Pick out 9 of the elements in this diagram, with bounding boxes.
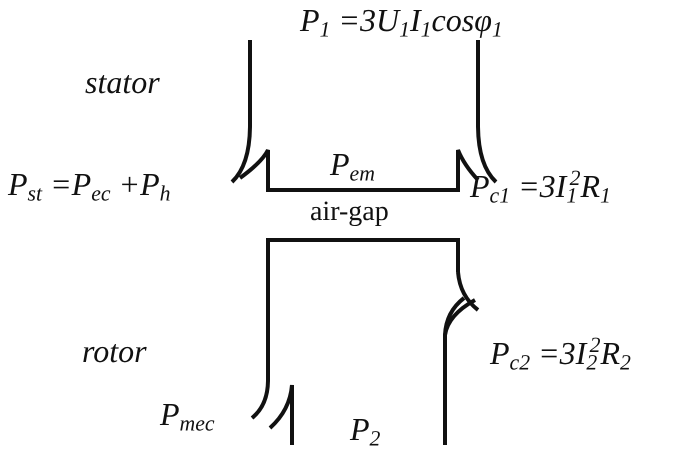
air-gap-power-label: P$_{em}$ [330,148,375,186]
input-power-formula: P$_{1}$ =3U$_{1}$I$_{1}$cosφ$_{1}$ [300,4,503,42]
air-gap-label: air-gap [310,198,389,226]
output-power-label: P$_{2}$ [350,413,380,450]
mechanical-loss-label: P$_{mec}$ [160,398,215,436]
rotor-copper-loss-formula: P$_{c2}$ =3I$_{2}$$^{2}$R$_{2}$ [490,335,631,374]
stator-loss-formula: P$_{st}$ =P$_{ec}$ +P$_{h}$ [8,168,171,206]
rotor-label: rotor [82,335,147,367]
stator-label: stator [85,66,160,98]
